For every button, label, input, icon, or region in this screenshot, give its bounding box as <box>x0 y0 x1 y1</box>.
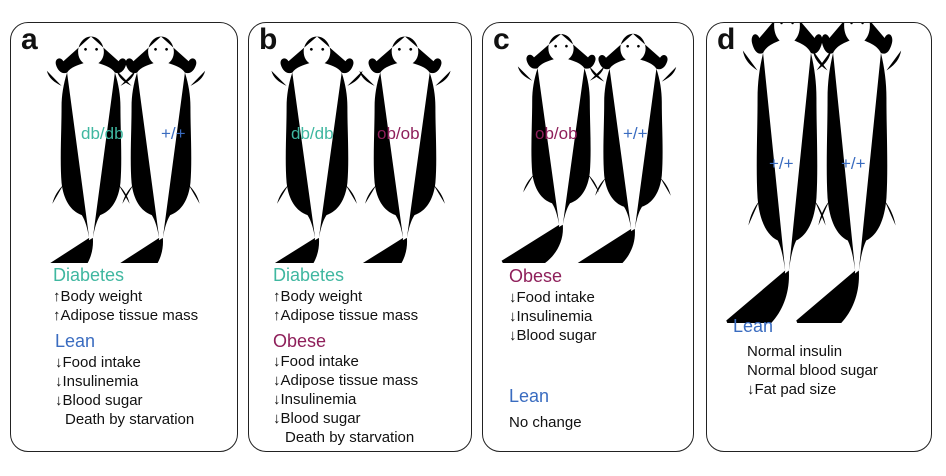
genotype-left: ob/ob <box>535 124 578 143</box>
effect-arrow: ↑ <box>273 288 281 305</box>
effect-text: Blood sugar <box>62 392 143 409</box>
effect-row: ↑Body weight <box>53 289 142 304</box>
effect-row: ↑Body weight <box>273 289 362 304</box>
effect-arrow: ↓ <box>273 391 281 408</box>
effect-arrow: ↓ <box>55 354 63 371</box>
group-heading-1: Lean <box>733 316 774 336</box>
effect-text: Death by starvation <box>65 411 195 428</box>
effect-text: Blood sugar <box>516 327 597 344</box>
effect-arrow: ↓ <box>509 327 517 344</box>
effect-text: Insulinemia <box>280 391 357 408</box>
effect-arrow: ↓ <box>273 410 281 427</box>
genotype-left: +/+ <box>769 154 794 173</box>
effect-arrow: ↓ <box>509 308 517 325</box>
mouse-pair-illustration <box>30 36 211 263</box>
effect-arrow: ↓ <box>55 392 63 409</box>
effect-row: Normal insulin <box>747 344 842 359</box>
effect-arrow: ↑ <box>53 307 61 324</box>
genotype-right: +/+ <box>623 124 648 143</box>
effect-text: Death by starvation <box>285 429 415 446</box>
effect-text: Insulinemia <box>516 308 593 325</box>
panel-c: c ob/ob +/+ Obese ↓Food intake ↓Insuline… <box>482 22 694 452</box>
effect-row: ↓Food intake <box>55 355 141 370</box>
genotype-left: db/db <box>81 124 124 143</box>
mouse-pair-illustration <box>254 36 457 263</box>
effect-row: ↓Blood sugar <box>55 393 143 408</box>
mouse-pair-illustration <box>501 33 682 263</box>
effect-arrow: ↓ <box>273 353 281 370</box>
effect-text: Food intake <box>62 354 141 371</box>
effect-text: No change <box>509 414 582 431</box>
panel-b: b db/db ob/ob Diabetes ↑Body weight ↑Adi… <box>248 22 472 452</box>
effect-row: ↓Food intake <box>509 290 595 305</box>
effect-text: Normal insulin <box>747 343 843 360</box>
effect-arrow: ↓ <box>273 372 281 389</box>
panel-d: d +/+ +/+ Lean Normal insulin Normal blo… <box>706 22 932 452</box>
mouse-pair-illustration <box>726 23 907 323</box>
effect-row: ↓Adipose tissue mass <box>273 373 418 388</box>
genotype-right: +/+ <box>161 124 186 143</box>
effect-row: ↑Adipose tissue mass <box>53 308 198 323</box>
panel-letter: a <box>21 23 38 56</box>
effect-row: ↓Blood sugar <box>273 411 361 426</box>
group-heading-2: Lean <box>509 386 550 406</box>
panel-letter: d <box>717 23 736 56</box>
genotype-right: ob/ob <box>377 124 420 143</box>
effect-text: Body weight <box>280 288 363 305</box>
effect-arrow: ↓ <box>509 289 517 306</box>
effect-row: No change <box>509 415 582 430</box>
effect-row: Death by starvation <box>285 430 414 445</box>
effect-arrow: ↑ <box>53 288 61 305</box>
effect-text: Adipose tissue mass <box>280 372 419 389</box>
effect-row: Death by starvation <box>65 412 194 427</box>
effect-row: ↑Adipose tissue mass <box>273 308 418 323</box>
effect-arrow: ↓ <box>55 373 63 390</box>
panel-letter: c <box>493 23 510 56</box>
group-heading-2: Obese <box>273 331 327 351</box>
effect-row: ↓Blood sugar <box>509 328 597 343</box>
genotype-left: db/db <box>291 124 334 143</box>
effect-row: ↓Insulinemia <box>509 309 592 324</box>
group-heading-2: Lean <box>55 331 96 351</box>
effect-arrow: ↑ <box>273 307 281 324</box>
effect-text: Food intake <box>280 353 359 370</box>
effect-text: Adipose tissue mass <box>280 307 419 324</box>
group-heading-1: Obese <box>509 266 563 286</box>
effect-row: ↓Insulinemia <box>55 374 138 389</box>
group-heading-1: Diabetes <box>273 265 345 285</box>
effect-text: Blood sugar <box>280 410 361 427</box>
effect-row: ↓Insulinemia <box>273 392 356 407</box>
effect-text: Insulinemia <box>62 373 139 390</box>
effect-row: ↓Food intake <box>273 354 359 369</box>
effect-text: Food intake <box>516 289 595 306</box>
effect-text: Adipose tissue mass <box>60 307 199 324</box>
effect-text: Fat pad size <box>754 381 837 398</box>
effect-text: Normal blood sugar <box>747 362 878 379</box>
genotype-right: +/+ <box>841 154 866 173</box>
panel-letter: b <box>259 23 278 56</box>
effect-row: Normal blood sugar <box>747 363 878 378</box>
effect-arrow: ↓ <box>747 381 755 398</box>
effect-row: ↓Fat pad size <box>747 382 836 397</box>
group-heading-1: Diabetes <box>53 265 125 285</box>
panel-a: a db/db +/+ Diabetes ↑Body weight ↑Adipo… <box>10 22 238 452</box>
effect-text: Body weight <box>60 288 143 305</box>
